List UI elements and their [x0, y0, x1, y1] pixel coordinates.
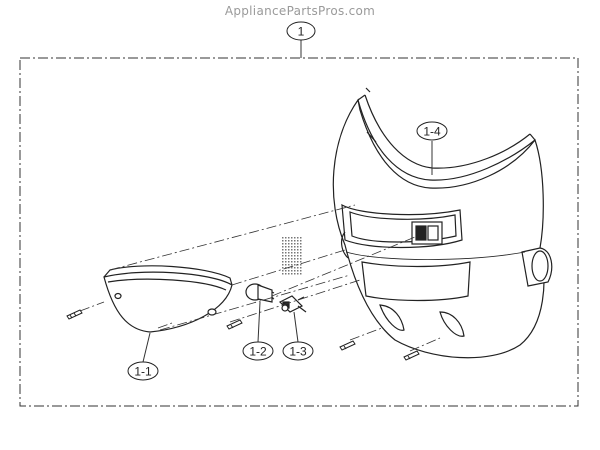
- callout-socket-label: 1-3: [289, 345, 307, 359]
- callout-cover[interactable]: 1-1: [127, 332, 159, 381]
- callout-assembly[interactable]: 1: [286, 21, 316, 58]
- watermark: AppliancePartsPros.com: [224, 4, 376, 18]
- lamp-bulb[interactable]: [245, 283, 275, 303]
- screw-left[interactable]: [66, 309, 83, 320]
- assembly-lines: [79, 204, 441, 352]
- callout-bulb[interactable]: 1-2: [242, 301, 274, 361]
- callout-bulb-label: 1-2: [249, 345, 267, 359]
- lamp-cover[interactable]: [103, 265, 233, 333]
- callout-assembly-label: 1: [298, 25, 305, 39]
- callout-housing-label: 1-4: [423, 125, 441, 139]
- lens-glass-hatch: [282, 237, 302, 275]
- screw-lower-right[interactable]: [403, 350, 420, 361]
- screw-lower-left[interactable]: [339, 340, 356, 351]
- callout-cover-label: 1-1: [134, 365, 152, 379]
- callout-socket[interactable]: 1-3: [282, 311, 314, 361]
- lamp-housing[interactable]: [332, 87, 553, 359]
- callout-housing[interactable]: 1-4: [416, 121, 448, 175]
- screw-center[interactable]: [226, 319, 243, 330]
- assembly-boundary: [19, 57, 579, 407]
